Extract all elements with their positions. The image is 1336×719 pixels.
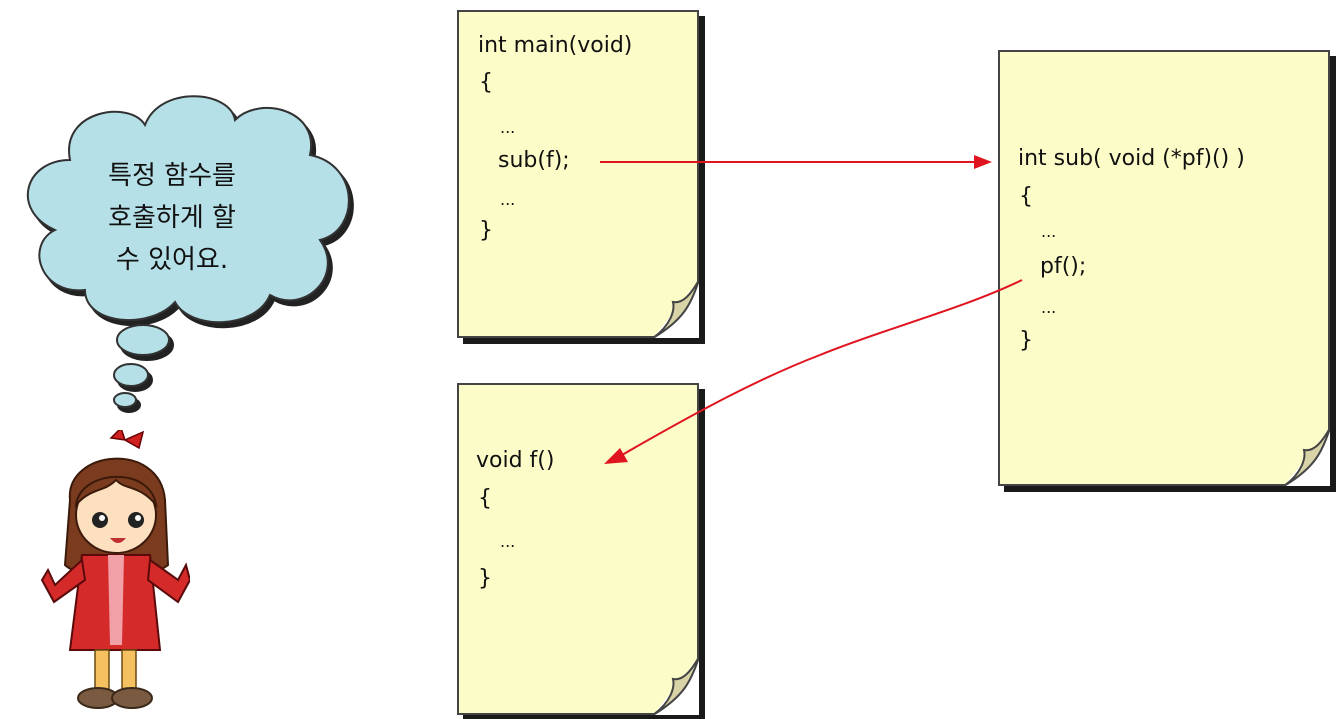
sub-close-brace: }: [1019, 328, 1033, 353]
bubble-line-3: 수 있어요.: [115, 245, 229, 275]
sub-call-pf: pf();: [1040, 254, 1087, 279]
f-ellipsis: ...: [500, 532, 516, 551]
f-signature: void f(): [476, 448, 555, 473]
sub-ellipsis-2: ...: [1041, 298, 1057, 317]
bubble-line-2: 호출하게 할: [108, 203, 236, 233]
sub-ellipsis-1: ...: [1041, 222, 1057, 241]
main-ellipsis-2: ...: [500, 190, 516, 209]
f-function-note: [457, 383, 699, 715]
sub-function-note: [998, 50, 1330, 486]
sub-open-brace: {: [1019, 184, 1033, 209]
arrow-head-main-to-sub: [974, 155, 992, 169]
main-function-note: [457, 10, 699, 338]
main-open-brace: {: [479, 70, 493, 95]
f-open-brace: {: [478, 486, 492, 511]
bubble-line-1: 특정 함수를: [108, 161, 236, 191]
page-curl-icon: [653, 657, 699, 715]
cartoon-girl-image: [40, 430, 190, 709]
main-ellipsis-1: ...: [500, 118, 516, 137]
thought-cloud: [26, 95, 350, 408]
main-call-sub: sub(f);: [498, 148, 570, 173]
f-close-brace: }: [478, 566, 492, 591]
sub-signature: int sub( void (*pf)() ): [1018, 146, 1245, 171]
page-curl-icon: [653, 280, 699, 338]
main-close-brace: }: [479, 218, 493, 243]
main-signature: int main(void): [478, 33, 633, 58]
page-curl-icon: [1284, 428, 1330, 486]
